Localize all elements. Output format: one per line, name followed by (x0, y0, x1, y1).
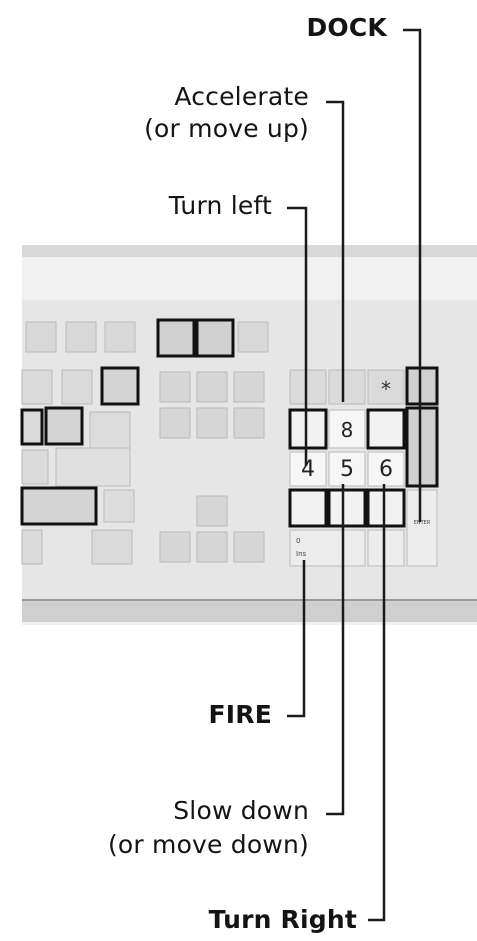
key (22, 450, 48, 484)
bracket-key (46, 408, 82, 444)
key-4-label: 4 (301, 457, 315, 482)
enter-key-label: ENTER (414, 520, 431, 526)
key (22, 370, 52, 404)
key-2 (329, 490, 365, 526)
num-lock-key (290, 370, 326, 404)
function-key (26, 322, 56, 352)
home-key (197, 372, 227, 402)
turn-right-label: Turn Right (209, 905, 357, 935)
main-enter-key (56, 448, 130, 486)
end-key (197, 408, 227, 438)
key-1 (290, 490, 326, 526)
key-7 (290, 410, 326, 448)
arrow-right-key (234, 532, 264, 562)
page-down-key (234, 408, 264, 438)
function-key (66, 322, 96, 352)
arrow-down-key (197, 532, 227, 562)
key-8-label: 8 (341, 418, 354, 442)
star-key-label: * (381, 377, 391, 401)
keyboard-top-edge (22, 245, 477, 257)
accelerate-sub-label: (or move up) (144, 114, 309, 144)
accelerate-label: Accelerate (174, 82, 309, 112)
decimal-key (368, 530, 404, 566)
key (22, 410, 42, 444)
backspace-key (102, 368, 138, 404)
enter-key (407, 490, 437, 566)
minus-key (407, 368, 437, 404)
key (62, 370, 92, 404)
ctrl-key (92, 530, 132, 564)
function-key (105, 322, 135, 352)
key (90, 412, 130, 448)
divide-key (329, 370, 365, 404)
keyboard-bottom-edge (22, 600, 477, 622)
key-3 (368, 490, 404, 526)
insert-key (160, 372, 190, 402)
print-screen-key (158, 320, 194, 356)
arrow-left-key (160, 532, 190, 562)
plus-key (407, 408, 437, 486)
turn-left-label: Turn left (169, 191, 272, 221)
key (22, 530, 42, 564)
key-0 (290, 530, 365, 566)
pause-key (238, 322, 268, 352)
slow-down-sub-label: (or move down) (108, 830, 309, 860)
ins-key-label: Ins (296, 550, 307, 558)
arrow-up-key (197, 496, 227, 526)
shift-key (22, 488, 96, 524)
fire-label: FIRE (208, 700, 272, 730)
key (104, 490, 134, 522)
key-9 (368, 410, 404, 448)
scroll-lock-key (197, 320, 233, 356)
page-up-key (234, 372, 264, 402)
key-0-label: 0 (296, 537, 300, 545)
delete-key (160, 408, 190, 438)
key-6-label: 6 (379, 457, 393, 482)
key-5-label: 5 (340, 457, 354, 482)
slow-down-label: Slow down (173, 796, 309, 826)
dock-label: DOCK (306, 13, 387, 43)
